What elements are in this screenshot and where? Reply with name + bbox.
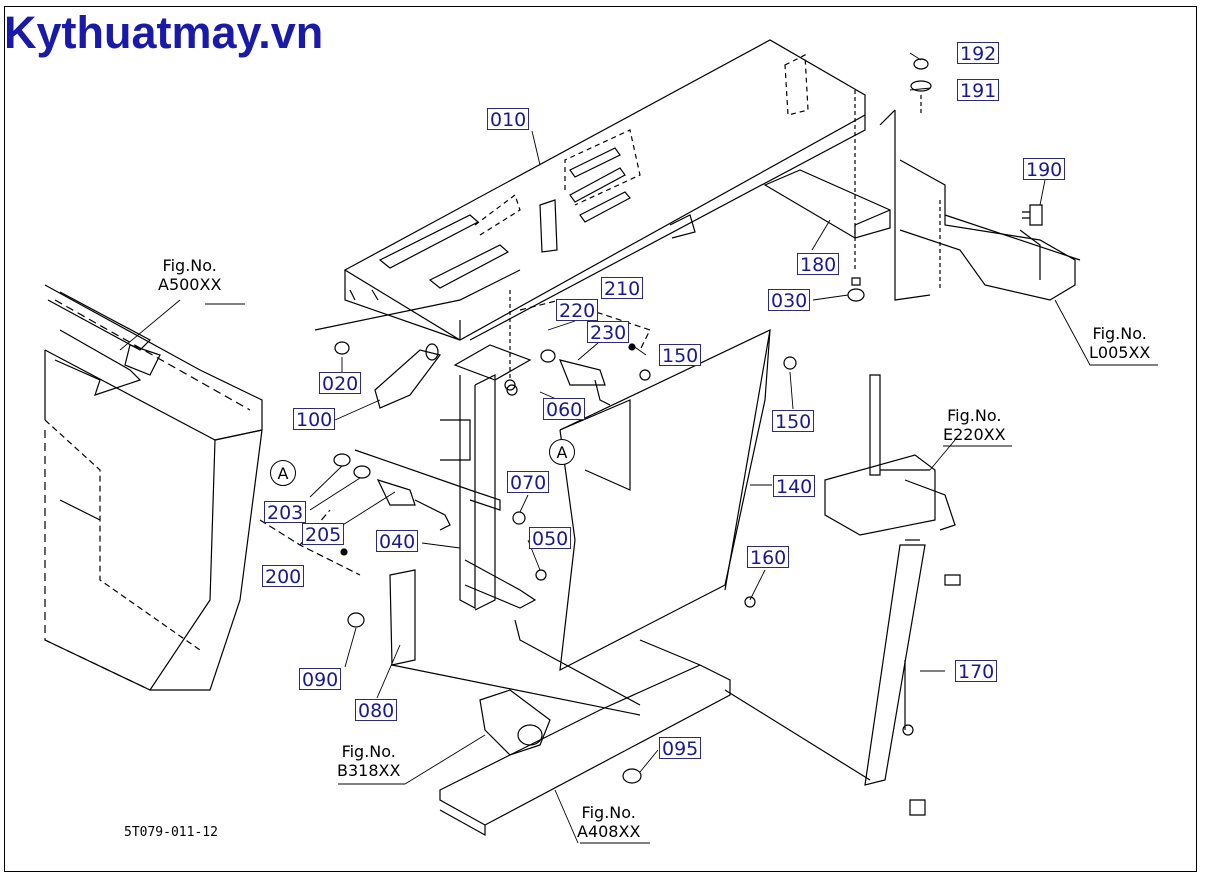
- fig-ref-label: Fig.No.: [581, 803, 636, 822]
- panel-140: [560, 330, 770, 670]
- callout-210[interactable]: 210: [601, 277, 644, 300]
- callout-150-b[interactable]: 150: [772, 410, 815, 433]
- callout-191[interactable]: 191: [957, 79, 1000, 102]
- callout-205[interactable]: 205: [302, 523, 345, 546]
- fig-ref-a500[interactable]: Fig.No. A500XX: [158, 256, 221, 294]
- fig-ref-b318[interactable]: Fig.No. B318XX: [337, 742, 400, 780]
- fig-ref-number: L005XX: [1089, 343, 1151, 362]
- callout-140[interactable]: 140: [773, 475, 816, 498]
- fig-ref-number: A500XX: [158, 275, 222, 294]
- site-watermark: Kythuatmay.vn: [4, 7, 324, 58]
- lever-100: [315, 270, 520, 408]
- fig-ref-number: E220XX: [943, 425, 1006, 444]
- callout-190[interactable]: 190: [1023, 158, 1066, 181]
- fig-ref-label: Fig.No.: [1092, 324, 1147, 343]
- callout-010[interactable]: 010: [487, 108, 530, 131]
- fig-ref-number: B318XX: [337, 761, 401, 780]
- fasteners: [507, 357, 796, 607]
- column-040: [440, 290, 535, 610]
- callout-050[interactable]: 050: [529, 527, 572, 550]
- callout-070[interactable]: 070: [507, 471, 550, 494]
- fig-ref-a408[interactable]: Fig.No. A408XX: [577, 803, 640, 841]
- hardware-top-right: [848, 59, 1042, 301]
- callout-100[interactable]: 100: [293, 408, 336, 431]
- fig-ref-l005[interactable]: Fig.No. L005XX: [1089, 324, 1150, 362]
- callout-080[interactable]: 080: [355, 699, 398, 722]
- callout-040[interactable]: 040: [376, 530, 419, 553]
- left-panel-assembly: [45, 285, 262, 690]
- drawing-code: 5T079-011-12: [124, 825, 218, 840]
- callout-090[interactable]: 090: [299, 668, 342, 691]
- lever-assembly-e220: [825, 375, 960, 585]
- bracket-180: [765, 90, 1080, 300]
- callout-160[interactable]: 160: [747, 546, 790, 569]
- callout-030[interactable]: 030: [768, 289, 811, 312]
- callout-020[interactable]: 020: [319, 372, 362, 395]
- callout-192[interactable]: 192: [957, 42, 1000, 65]
- top-frame-010: [345, 40, 865, 340]
- bottom-frame: [348, 570, 730, 835]
- callout-203[interactable]: 203: [264, 501, 307, 524]
- callout-180[interactable]: 180: [797, 253, 840, 276]
- callout-220[interactable]: 220: [556, 299, 599, 322]
- callout-170[interactable]: 170: [955, 660, 998, 683]
- fig-ref-label: Fig.No.: [162, 256, 217, 275]
- callout-095[interactable]: 095: [659, 737, 702, 760]
- fig-ref-label: Fig.No.: [341, 742, 396, 761]
- fig-ref-number: A408XX: [577, 822, 641, 841]
- fig-ref-e220[interactable]: Fig.No. E220XX: [943, 406, 1006, 444]
- section-marker-a: A: [270, 460, 296, 486]
- section-marker-a: A: [549, 439, 575, 465]
- arm-170: [725, 540, 925, 815]
- callout-200[interactable]: 200: [262, 565, 305, 588]
- fig-ref-label: Fig.No.: [947, 406, 1002, 425]
- callout-230[interactable]: 230: [587, 321, 630, 344]
- callout-060[interactable]: 060: [543, 398, 586, 421]
- callout-150-a[interactable]: 150: [659, 344, 702, 367]
- switch-assembly-210: [426, 300, 650, 405]
